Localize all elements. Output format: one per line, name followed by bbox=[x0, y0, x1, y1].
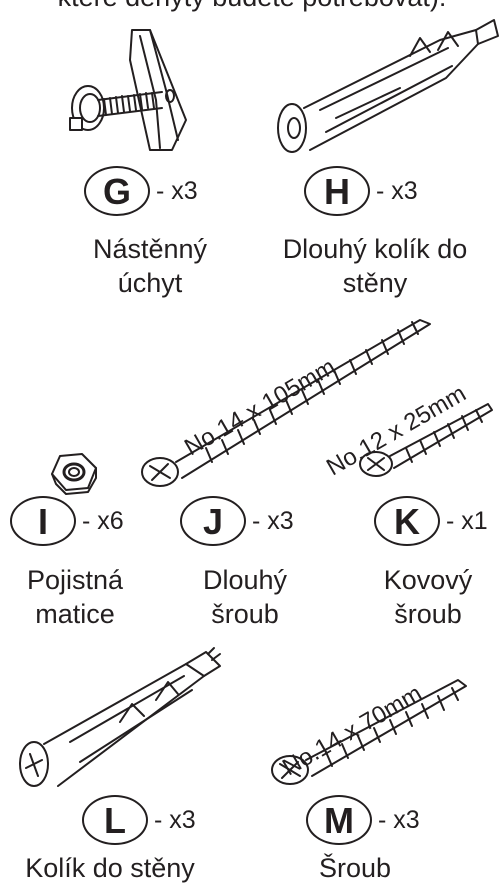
part-letter: I bbox=[10, 496, 76, 546]
part-l-label: Kolík do stěny bbox=[25, 853, 195, 883]
part-letter: L bbox=[82, 795, 148, 845]
part-quantity: - x3 bbox=[252, 507, 294, 535]
part-quantity: - x3 bbox=[154, 806, 196, 834]
long-anchor-drawing bbox=[277, 19, 499, 153]
part-quantity: - x6 bbox=[82, 507, 124, 535]
wall-plug-drawing bbox=[19, 647, 221, 787]
screw-drawing bbox=[271, 679, 467, 785]
part-letter: H bbox=[304, 166, 370, 216]
part-j-label: Dlouhý šroub bbox=[202, 565, 288, 629]
part-letter: J bbox=[180, 496, 246, 546]
part-quantity: - x1 bbox=[446, 507, 488, 535]
header-text: které dehyty budete potřebovat): bbox=[0, 0, 504, 13]
lock-nut-drawing bbox=[51, 453, 97, 495]
part-letter: M bbox=[306, 795, 372, 845]
part-g-label: Nástěnný úchyt bbox=[92, 234, 208, 298]
long-screw-drawing bbox=[141, 319, 431, 487]
part-letter: G bbox=[84, 166, 150, 216]
part-quantity: - x3 bbox=[378, 806, 420, 834]
part-i-label: Pojistná matice bbox=[26, 565, 124, 629]
part-k-label: Kovový šroub bbox=[383, 565, 473, 629]
part-quantity: - x3 bbox=[156, 177, 198, 205]
part-quantity: - x3 bbox=[376, 177, 418, 205]
wall-bracket-drawing bbox=[69, 29, 187, 151]
metal-screw-drawing bbox=[359, 403, 493, 477]
part-h-label: Dlouhý kolík do stěny bbox=[282, 234, 468, 298]
part-letter: K bbox=[374, 496, 440, 546]
part-m-label: Šroub bbox=[318, 853, 392, 883]
